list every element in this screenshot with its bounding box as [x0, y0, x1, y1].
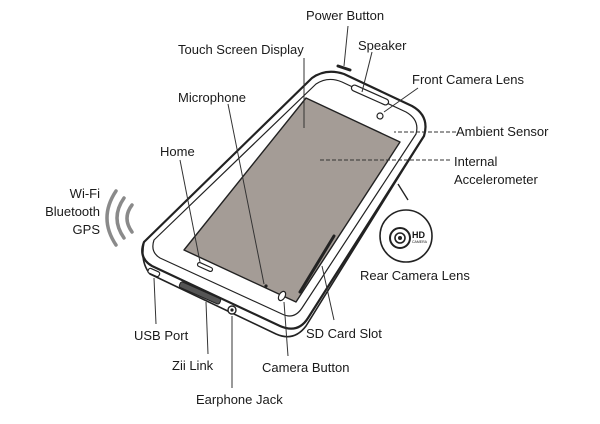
label-wifi: Wi-Fi [69, 186, 100, 201]
rear-camera-badge-text: HD [412, 230, 425, 240]
speaker-slot [350, 84, 390, 106]
label-touch-screen: Touch Screen Display [178, 42, 304, 57]
leader-home [179, 159, 201, 263]
microphone-hole [264, 284, 268, 288]
label-speaker: Speaker [358, 38, 407, 53]
label-accelerometer-line1: Internal [454, 154, 498, 169]
rear-camera-callout-connector [397, 183, 409, 201]
label-gps: GPS [72, 222, 100, 237]
rear-camera-lens-center [398, 236, 402, 240]
label-earphone-jack: Earphone Jack [196, 392, 283, 407]
leader-speaker [361, 51, 373, 93]
label-usb-port: USB Port [134, 328, 189, 343]
zii-link-connector [178, 281, 222, 305]
label-camera-button: Camera Button [262, 360, 350, 375]
front-camera-lens [376, 112, 384, 120]
label-rear-camera: Rear Camera Lens [360, 268, 470, 283]
label-ambient-sensor: Ambient Sensor [456, 124, 549, 139]
label-front-camera: Front Camera Lens [412, 72, 524, 87]
touch-screen [183, 97, 401, 303]
phone-side-edge [142, 135, 425, 338]
earphone-jack-hole [230, 308, 234, 312]
wireless-signal-icon [105, 189, 134, 247]
leader-sd-card-slot [321, 265, 335, 321]
label-accelerometer-line2: Accelerometer [454, 172, 538, 187]
label-power-button: Power Button [306, 8, 385, 23]
leader-microphone [227, 103, 265, 285]
leader-usb-port [153, 277, 157, 325]
label-home: Home [160, 144, 195, 159]
usb-port [147, 267, 161, 278]
power-button [336, 64, 352, 72]
label-sd-card-slot: SD Card Slot [306, 326, 382, 341]
label-bluetooth: Bluetooth [45, 204, 100, 219]
leader-camera-button [283, 301, 289, 357]
phone-bezel [152, 78, 418, 317]
home-button [196, 261, 214, 273]
label-zii-link: Zii Link [172, 358, 214, 373]
label-microphone: Microphone [178, 90, 246, 105]
sd-card-slot [298, 234, 336, 294]
leader-zii-link [205, 301, 209, 355]
leader-power-button [343, 25, 349, 67]
leader-front-camera [383, 87, 419, 113]
rear-camera-badge-subtext: CAMERA [412, 240, 428, 244]
camera-button [277, 290, 287, 302]
leader-lines [153, 25, 456, 388]
